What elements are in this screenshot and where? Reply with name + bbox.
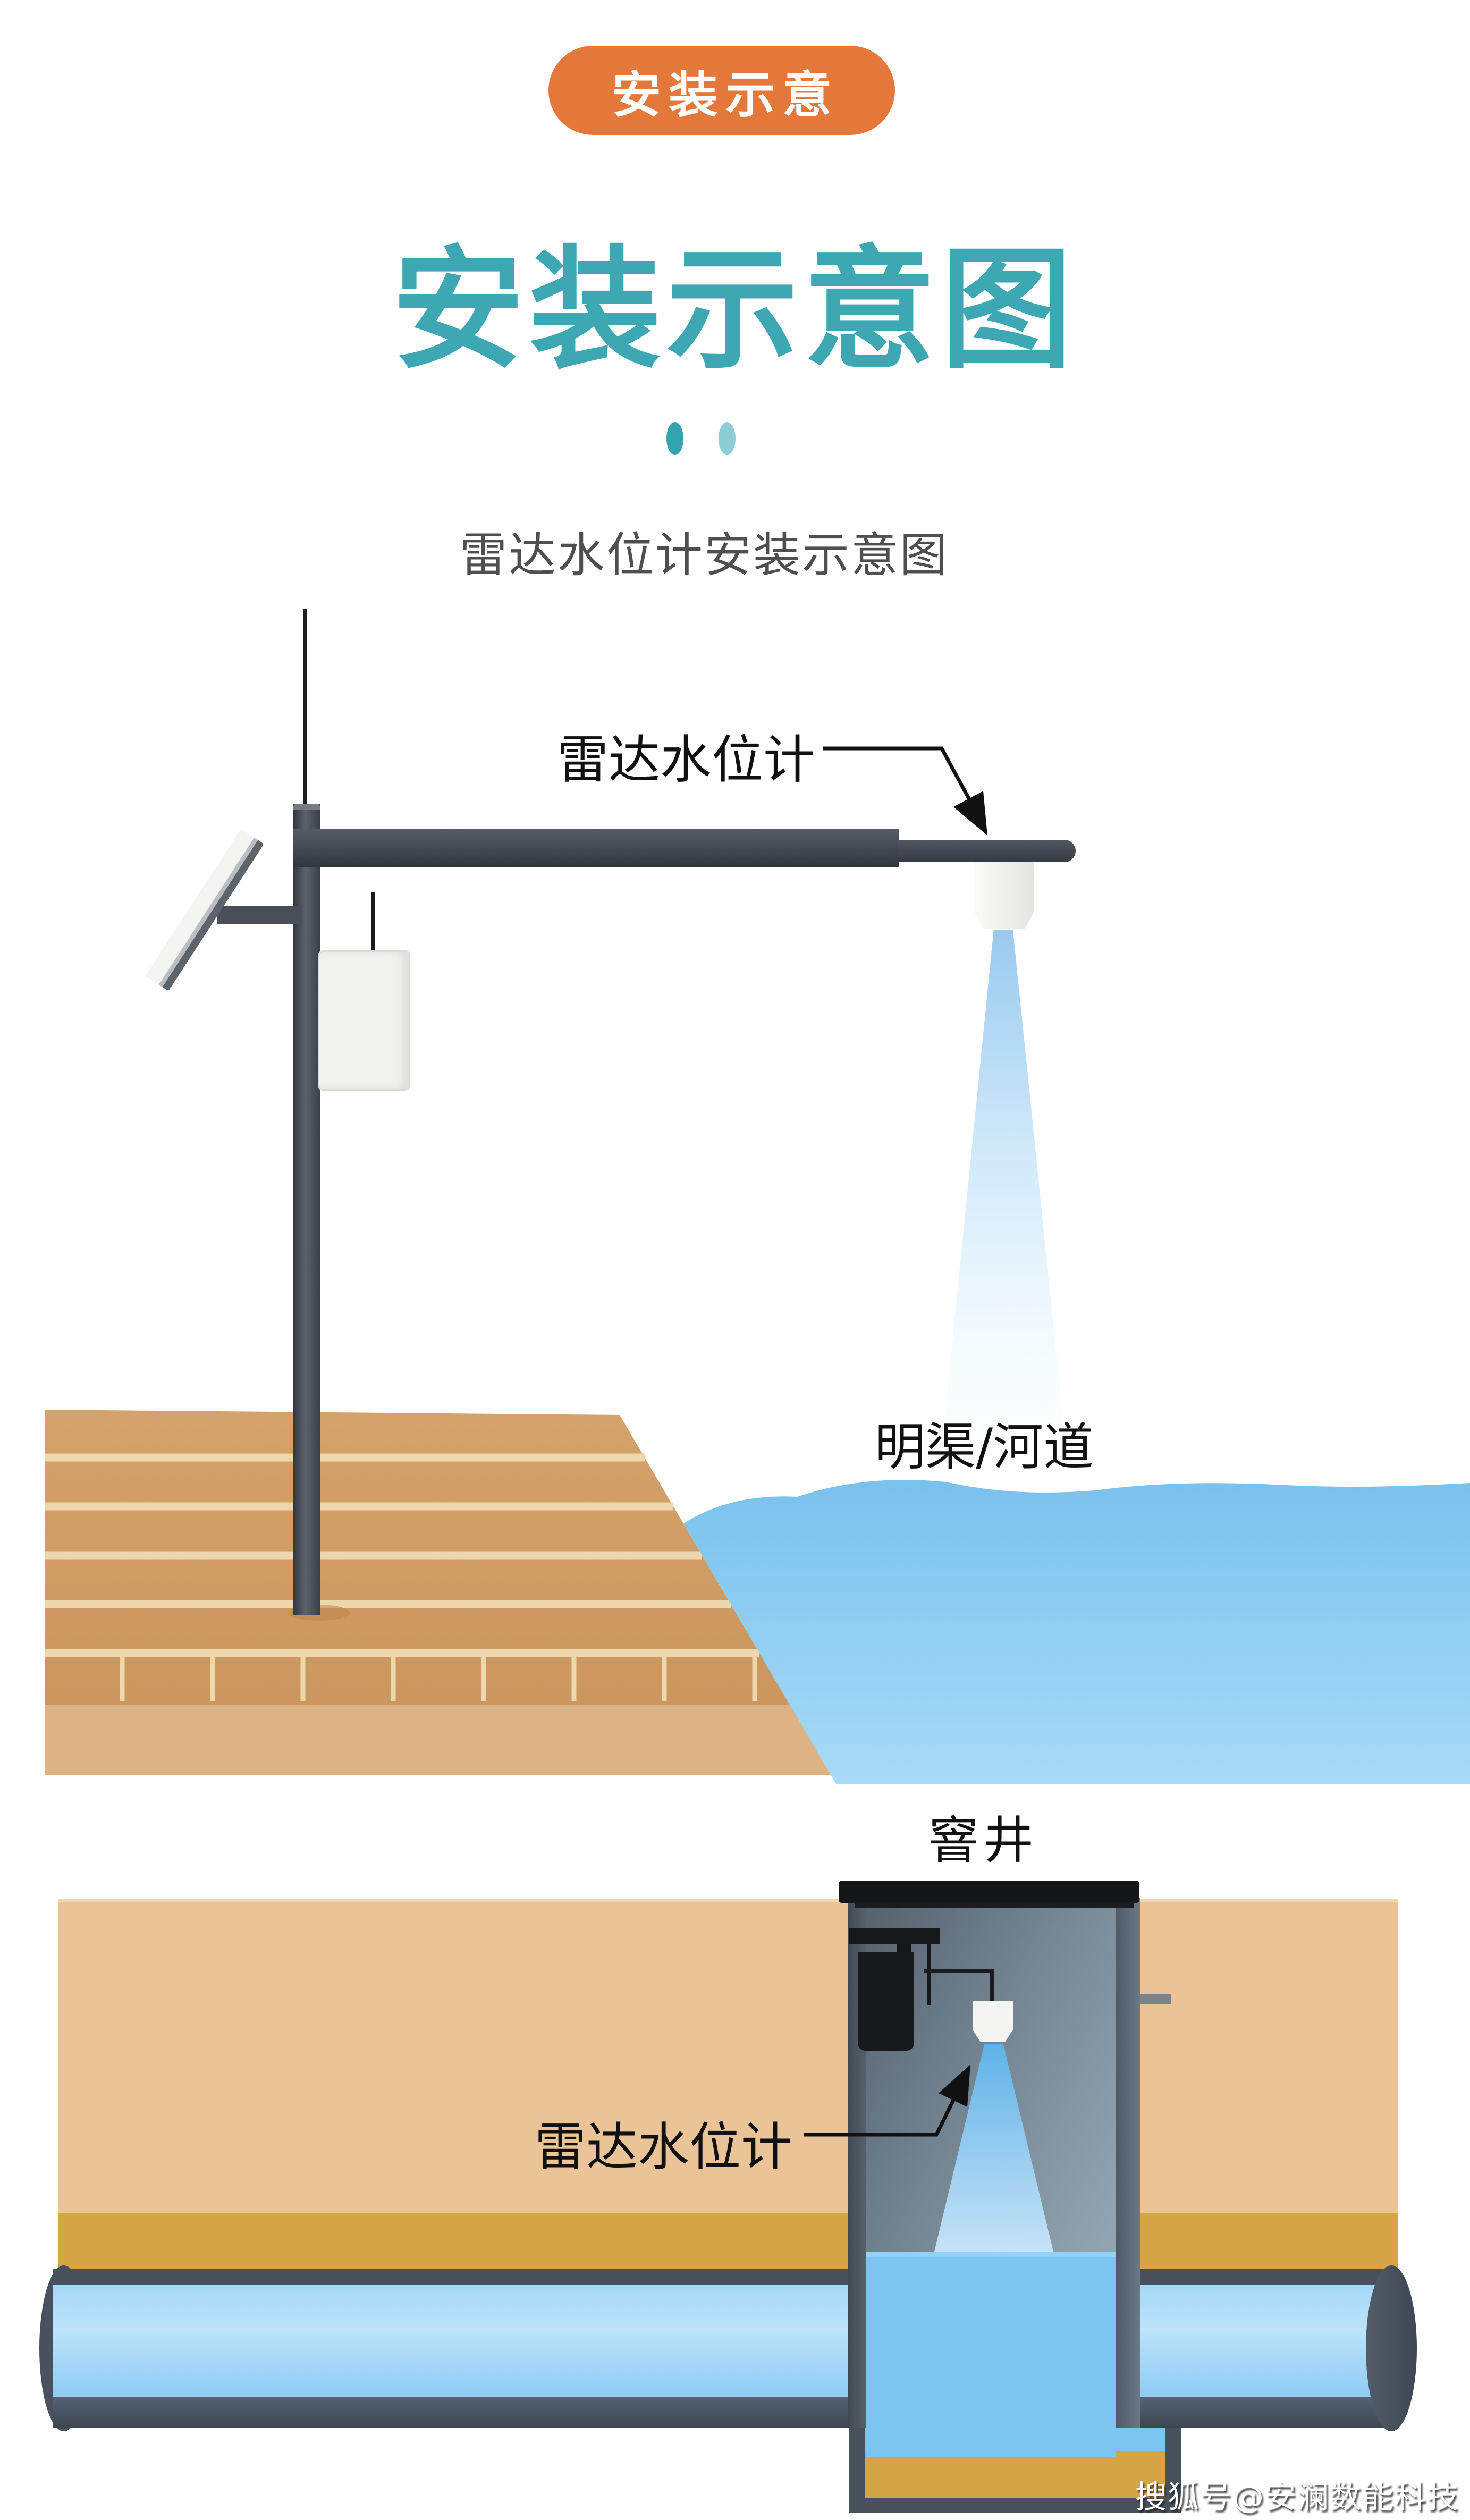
pipe-water <box>53 2285 1392 2397</box>
page-title: 安装示意图 <box>392 234 1078 387</box>
pipe-bottom-wall <box>53 2397 1392 2428</box>
brick-joint-lines <box>120 1657 757 1701</box>
equipment-box <box>318 950 410 1091</box>
horizontal-arm-tip <box>898 840 1076 862</box>
embankment-base-shape <box>45 1705 831 1775</box>
arrowhead-top <box>953 791 987 836</box>
step-riser-lines <box>45 1453 759 1657</box>
decor-dot-right <box>719 422 736 455</box>
manhole-wall-right <box>1116 1898 1140 2428</box>
ground-soil-block <box>58 1899 1398 2216</box>
leader-line-bottom <box>804 2071 969 2137</box>
well-equipment-bracket <box>849 1928 940 1944</box>
well-equipment-unit <box>858 1952 914 2051</box>
radar-level-sensor-well <box>973 2001 1013 2042</box>
manhole-cover-lip <box>855 1902 1134 1908</box>
radar-sensor-label-bottom: 雷达水位计 <box>535 2117 792 2177</box>
sensor-cable <box>924 1969 994 2001</box>
embankment-steps-shape <box>45 1410 831 1775</box>
horizontal-arm <box>293 829 899 867</box>
decor-dot-left <box>666 422 683 455</box>
manhole-water <box>866 2252 1116 2457</box>
watermark: 搜狐号@安澜数能科技 <box>1135 2479 1460 2515</box>
solar-panel-bracket <box>217 906 302 924</box>
equipment-box-antenna <box>371 892 375 953</box>
radar-sensor-label-top: 雷达水位计 <box>557 730 815 790</box>
pole-cap <box>293 804 320 810</box>
subsoil-layer <box>58 2213 1398 2269</box>
section-badge: 安装示意 <box>548 46 895 135</box>
diagram-subtitle: 雷达水位计安装示意图 <box>460 527 949 583</box>
sump-wall-bottom <box>849 2498 1181 2513</box>
well-inlet-stub <box>1140 1994 1171 2004</box>
pole-antenna <box>303 609 307 806</box>
mounting-pole <box>293 804 320 1615</box>
channel-label: 明渠/河道 <box>874 1418 1094 1477</box>
section-badge-label: 安装示意 <box>612 66 839 124</box>
channel-water-shape <box>683 1480 1470 1784</box>
leader-line-top <box>823 746 986 828</box>
pipe-right-end <box>1366 2265 1417 2431</box>
sump-sediment <box>865 2451 1165 2498</box>
radar-level-sensor <box>974 861 1034 929</box>
manhole-label: 窨井 <box>928 1811 1038 1870</box>
pipe-top-wall <box>53 2269 1392 2285</box>
arrowhead-bottom <box>939 2064 970 2107</box>
manhole-cover <box>839 1881 1139 1903</box>
